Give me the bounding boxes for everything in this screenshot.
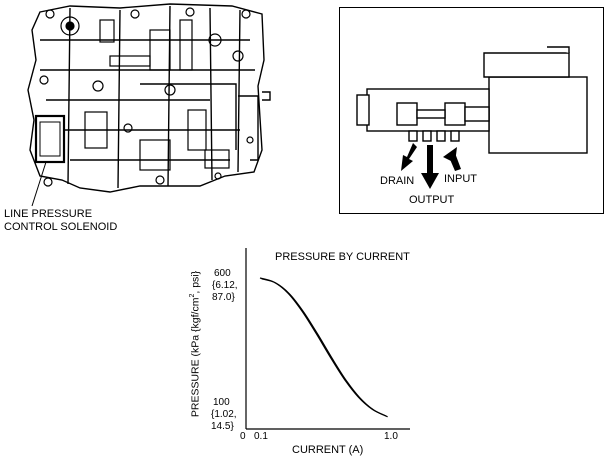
x-tick-0: 0 xyxy=(240,431,246,442)
output-label: OUTPUT xyxy=(409,194,455,206)
x-tick-0-1: 0.1 xyxy=(254,431,268,442)
y-max-value: 600 xyxy=(214,268,231,279)
x-tick-1-0: 1.0 xyxy=(384,431,398,442)
pressure-curve-0 xyxy=(259,277,387,417)
y-min-psi: 14.5} xyxy=(211,421,234,432)
drain-label: DRAIN xyxy=(380,175,415,187)
solenoid-callout-line2: CONTROL SOLENOID xyxy=(4,221,118,233)
y-min-value: 100 xyxy=(213,397,230,408)
y-max-kgf: {6.12, xyxy=(212,280,238,291)
input-label: INPUT xyxy=(444,173,477,185)
y-min-kgf: {1.02, xyxy=(211,409,237,420)
y-max-psi: 87.0} xyxy=(212,292,235,303)
y-min-label: 100 {1.02, 14.5} xyxy=(211,397,237,433)
solenoid-cutaway-illustration xyxy=(339,7,604,214)
y-axis-label: PRESSURE (kPa {kgf/cm2, psi} xyxy=(187,271,202,417)
solenoid-detail-panel xyxy=(339,7,604,214)
chart-title: PRESSURE BY CURRENT xyxy=(275,251,410,263)
y-max-label: 600 {6.12, 87.0} xyxy=(212,268,238,304)
valve-body-illustration xyxy=(0,0,300,235)
y-axis-label-main: PRESSURE (kPa {kgf/cm xyxy=(189,297,202,418)
x-axis-label: CURRENT (A) xyxy=(292,444,364,456)
y-axis-label-rest: , psi} xyxy=(189,270,202,294)
pressure-curve-0-band xyxy=(261,278,388,418)
solenoid-callout-line1: LINE PRESSURE xyxy=(4,208,93,220)
y-axis-label-exponent: 2 xyxy=(188,293,196,298)
